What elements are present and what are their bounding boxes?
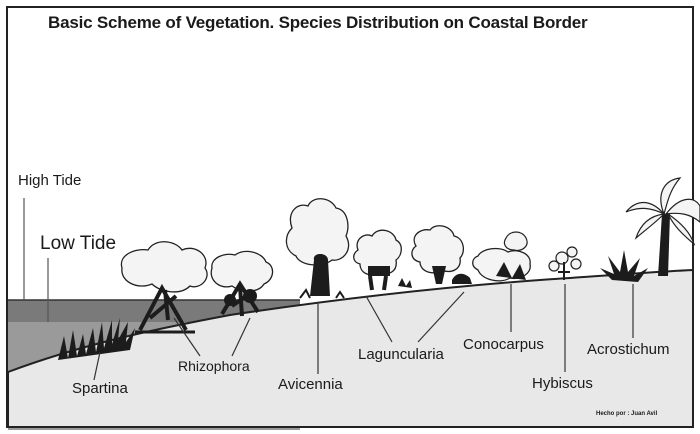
high-tide-label: High Tide: [18, 172, 81, 189]
conocarpus-shrub: [473, 232, 530, 281]
low-tide-label: Low Tide: [40, 233, 116, 255]
palm-tree: [626, 178, 700, 276]
laguncularia-tree-2: [398, 226, 472, 288]
acrostichum-label: Acrostichum: [587, 341, 670, 358]
conocarpus-label: Conocarpus: [463, 336, 544, 353]
author-credit: Hecho por : Juan Avil: [596, 411, 657, 417]
hybiscus-label: Hybiscus: [532, 375, 593, 392]
spartina-label: Spartina: [72, 380, 128, 397]
diagram-title: Basic Scheme of Vegetation. Species Dist…: [48, 13, 587, 33]
laguncularia-label: Laguncularia: [358, 346, 444, 363]
avicennia-tree: [286, 199, 348, 298]
avicennia-label: Avicennia: [278, 376, 343, 393]
hybiscus-plant: [549, 247, 581, 280]
rhizophora-label: Rhizophora: [178, 358, 250, 374]
laguncularia-tree-1: [354, 230, 402, 290]
